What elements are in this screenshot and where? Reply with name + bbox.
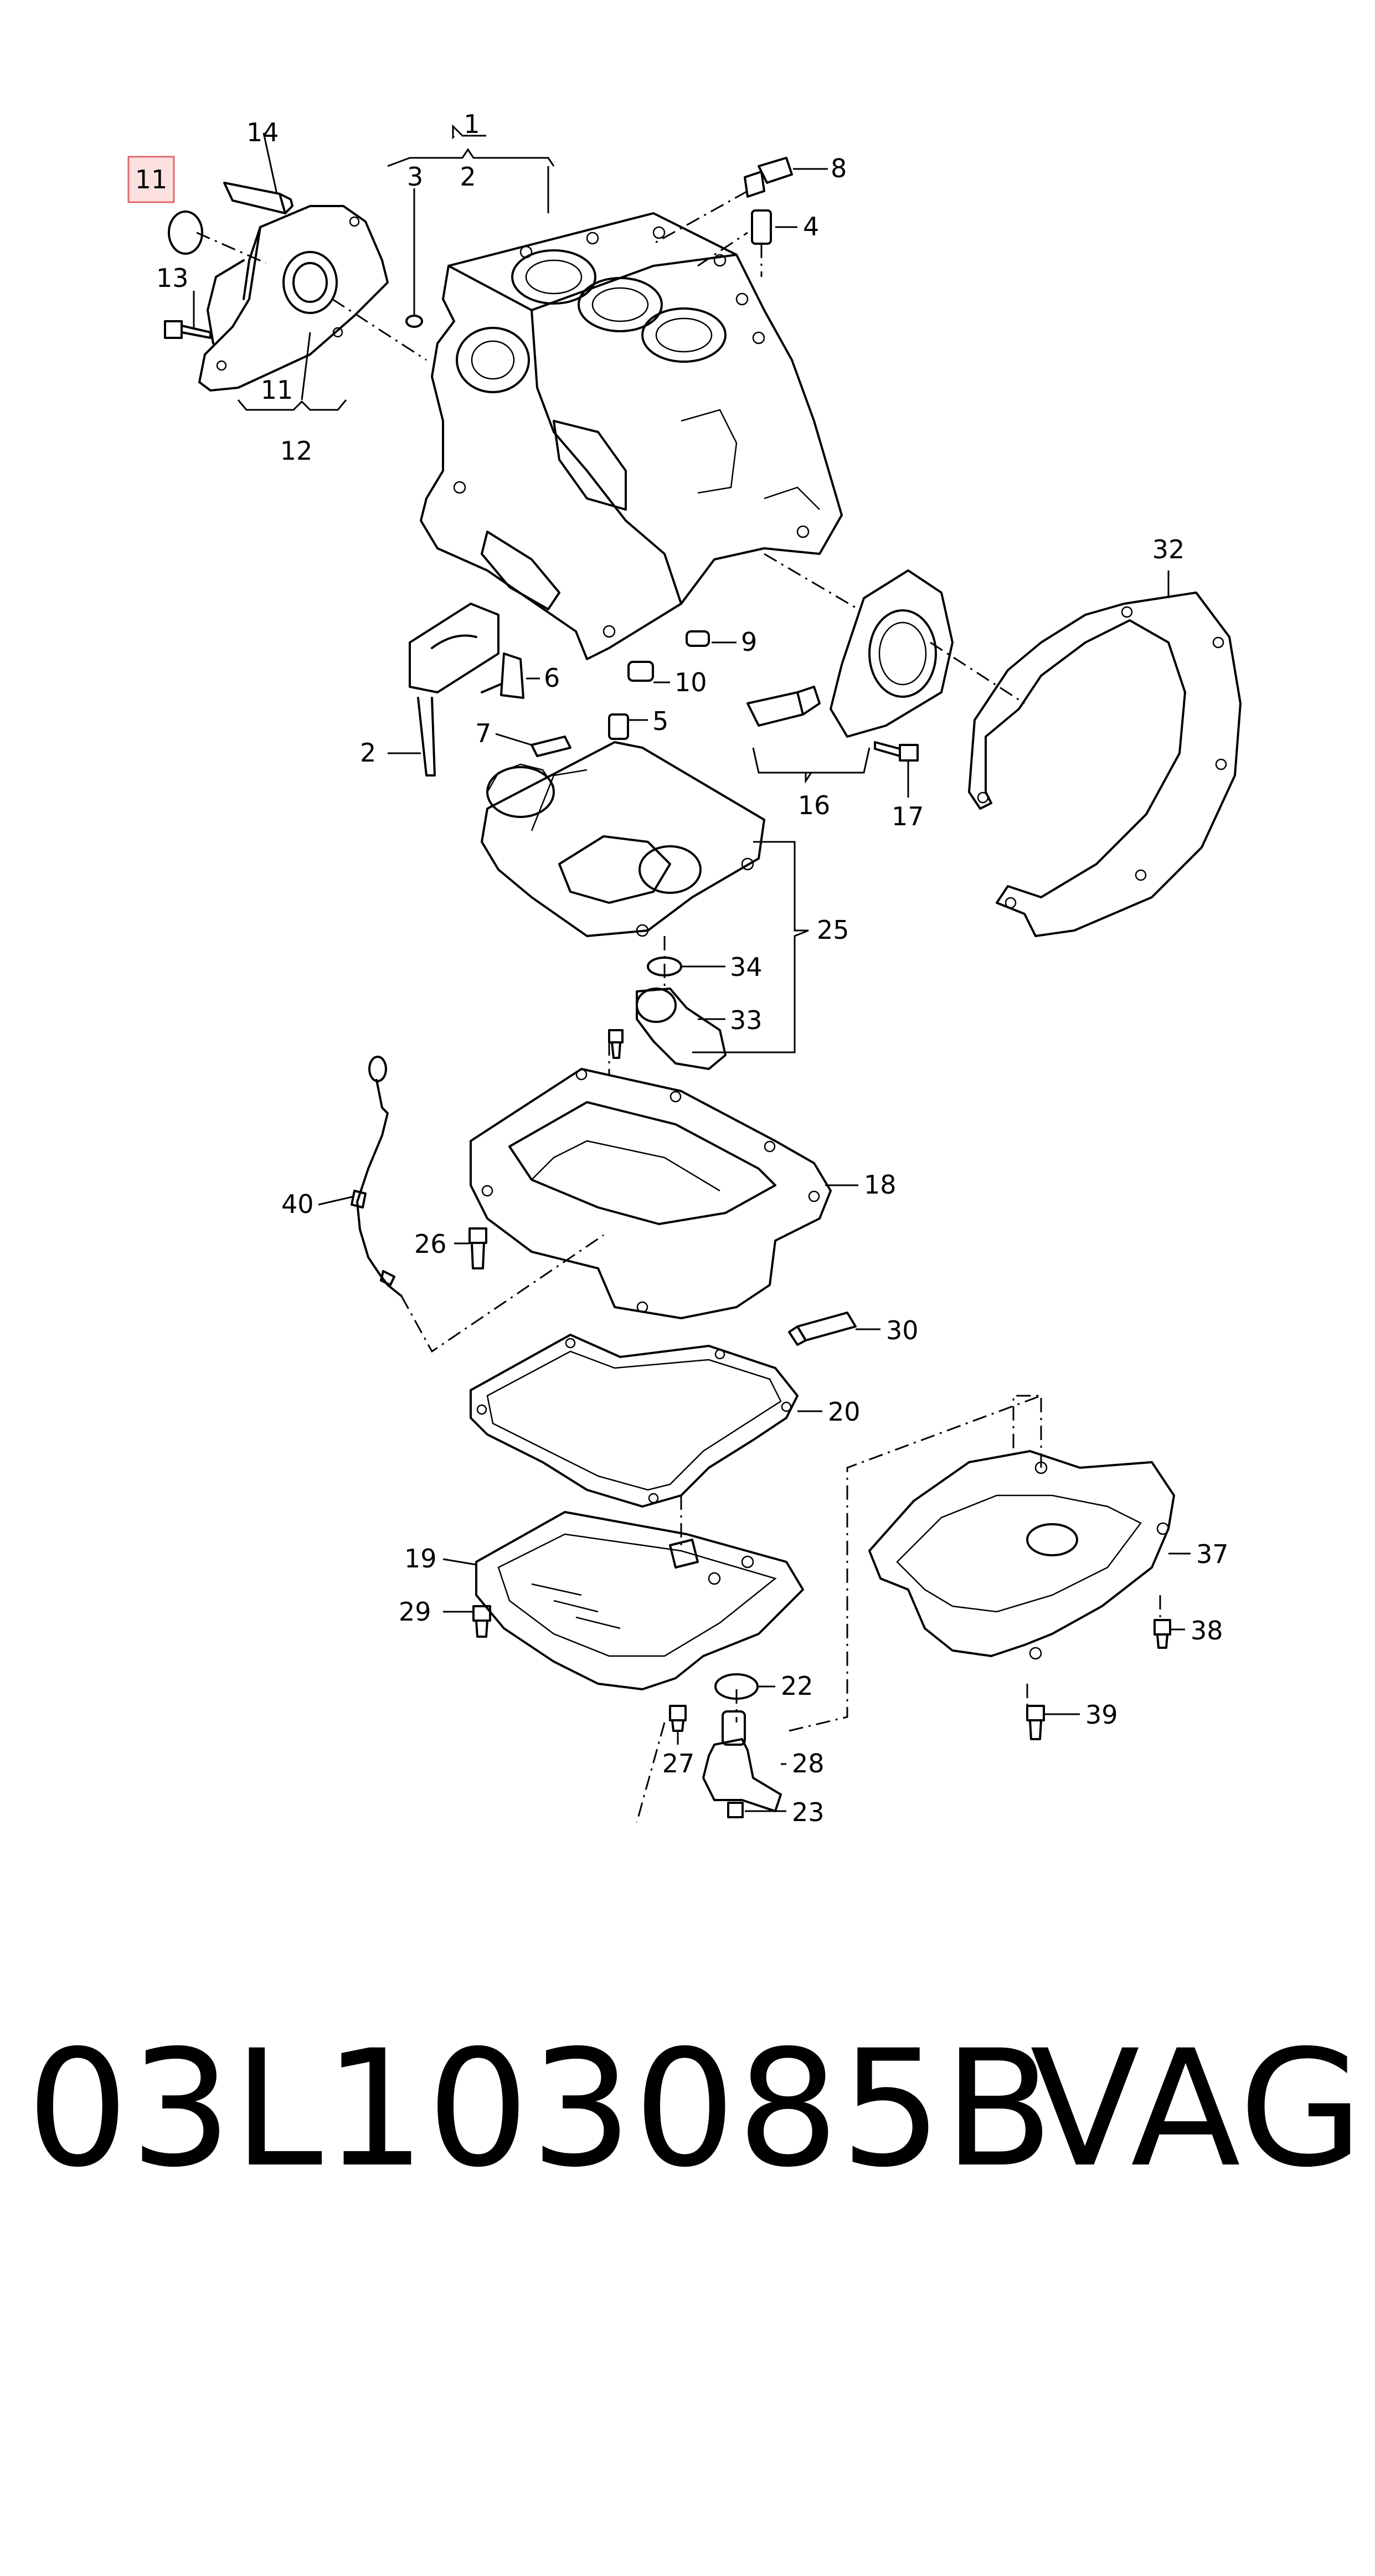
- callout-33: 33: [730, 1005, 763, 1035]
- rear-seal-flange-16: [746, 569, 954, 738]
- gasket-32: [968, 592, 1242, 937]
- pin-3: [405, 315, 423, 328]
- brand-name: VAG: [1030, 2016, 1364, 2203]
- cylinder-block: [420, 212, 843, 660]
- leader-lines: [193, 124, 1191, 1812]
- callout-11-highlighted: 11: [135, 164, 168, 194]
- callout-40: 40: [281, 1189, 314, 1219]
- callout-30: 30: [886, 1315, 919, 1345]
- plug-8: [744, 157, 793, 198]
- callout-19: 19: [404, 1544, 437, 1574]
- bolt-39: [1026, 1705, 1045, 1740]
- callout-27: 27: [662, 1749, 695, 1778]
- bolt-29: [472, 1605, 491, 1638]
- callout-39: 39: [1085, 1700, 1118, 1730]
- callout-16: 16: [798, 790, 831, 820]
- callout-37: 37: [1196, 1539, 1229, 1569]
- caption: 03L103085B VAG: [0, 2016, 1375, 2203]
- callout-2-top: 2: [460, 162, 476, 192]
- part-number: 03L103085B: [27, 2016, 1055, 2203]
- assembly-axes: [196, 190, 1161, 1823]
- callout-18: 18: [864, 1170, 897, 1200]
- callout-14: 14: [246, 117, 279, 147]
- gasket-20: [470, 1334, 799, 1508]
- callout-9: 9: [741, 627, 757, 657]
- callout-8: 8: [831, 153, 847, 183]
- callout-12: 12: [280, 436, 313, 466]
- upper-oil-pan-18: [470, 1068, 832, 1319]
- callout-5: 5: [652, 706, 668, 736]
- oil-spray-jet-6: [481, 652, 524, 699]
- callout-13: 13: [156, 263, 189, 293]
- callout-22: 22: [781, 1671, 813, 1701]
- callout-32: 32: [1152, 534, 1185, 564]
- lower-oil-pan-19: [475, 1511, 804, 1690]
- callout-4: 4: [803, 212, 819, 241]
- bearing-cap-2: [409, 603, 499, 777]
- callout-23: 23: [792, 1797, 825, 1827]
- callout-29: 29: [399, 1597, 431, 1627]
- callout-3: 3: [407, 162, 423, 192]
- callout-20: 20: [828, 1397, 861, 1427]
- bolt-23: [727, 1802, 744, 1818]
- sealant-tube-30: [788, 1312, 857, 1346]
- callout-7: 7: [475, 718, 491, 748]
- callout-38: 38: [1191, 1616, 1223, 1646]
- callout-2: 2: [360, 738, 376, 768]
- bolt-26: [468, 1227, 487, 1269]
- dowel-pin-4: [751, 209, 772, 245]
- oil-level-sensor-28: [702, 1710, 782, 1812]
- balance-shaft-module-25: [481, 713, 765, 937]
- callout-25: 25: [817, 915, 849, 945]
- sealant-tube-14: [223, 182, 293, 214]
- bolt-38: [1153, 1619, 1171, 1649]
- callout-11: 11: [261, 375, 293, 405]
- callout-1: 1: [464, 109, 480, 139]
- callout-28: 28: [792, 1749, 825, 1778]
- highlight-box-11: [127, 156, 175, 203]
- callout-17: 17: [892, 801, 924, 831]
- oil-strainer-33: [636, 988, 727, 1070]
- bolt-33: [608, 1029, 624, 1059]
- pin-9: [686, 630, 710, 647]
- bolt-13: [164, 320, 212, 339]
- callout-10: 10: [674, 667, 707, 697]
- callout-6: 6: [544, 663, 560, 693]
- dipstick-40: [351, 1056, 403, 1297]
- bolt-27: [669, 1705, 687, 1732]
- front-cover-assembly: [168, 205, 389, 392]
- callout-34: 34: [730, 952, 763, 982]
- pin-10: [627, 661, 654, 682]
- exploded-parts-diagram: 1 2 2 3 4 5 6 7 8 9 10 11 11 12 13 14 16…: [127, 109, 1242, 1827]
- cover-37: [868, 1450, 1175, 1660]
- bolt-17: [874, 741, 919, 762]
- callout-labels: 1 2 2 3 4 5 6 7 8 9 10 11 11 12 13 14 16…: [135, 109, 1229, 1827]
- callout-26: 26: [414, 1229, 447, 1259]
